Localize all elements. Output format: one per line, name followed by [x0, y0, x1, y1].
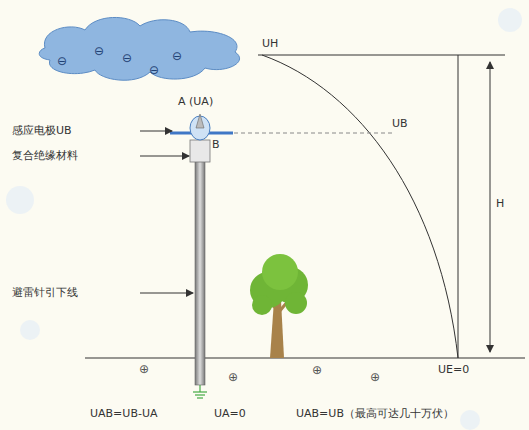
- point-label: B: [212, 139, 220, 151]
- charge-sign: ⊕: [228, 371, 238, 384]
- part-name: 避雷针引下线: [12, 287, 78, 299]
- potential-label: UB: [392, 118, 408, 130]
- potential-label: UE=0: [438, 364, 469, 376]
- charge-sign: ⊖: [57, 55, 67, 68]
- charge-sign: ⊕: [370, 371, 380, 384]
- charge-sign: ⊖: [149, 64, 159, 77]
- charge-sign: ⊖: [122, 52, 132, 65]
- charge-sign: ⊖: [172, 50, 182, 63]
- potential-label: UH: [262, 38, 278, 50]
- charge-sign: ⊕: [312, 364, 322, 377]
- part-name: 复合绝缘材料: [12, 150, 78, 162]
- part-name: 感应电极UB: [12, 125, 72, 137]
- formula-label: UA=0: [214, 408, 246, 420]
- formula-label: UAB=UB-UA: [90, 408, 157, 420]
- formula-label: UAB=UB（最高可达几十万伏）: [296, 408, 454, 420]
- dimension-label: H: [496, 198, 504, 210]
- point-label: A (UA): [178, 96, 213, 108]
- charge-sign: ⊖: [94, 45, 104, 58]
- charge-sign: ⊕: [139, 363, 149, 376]
